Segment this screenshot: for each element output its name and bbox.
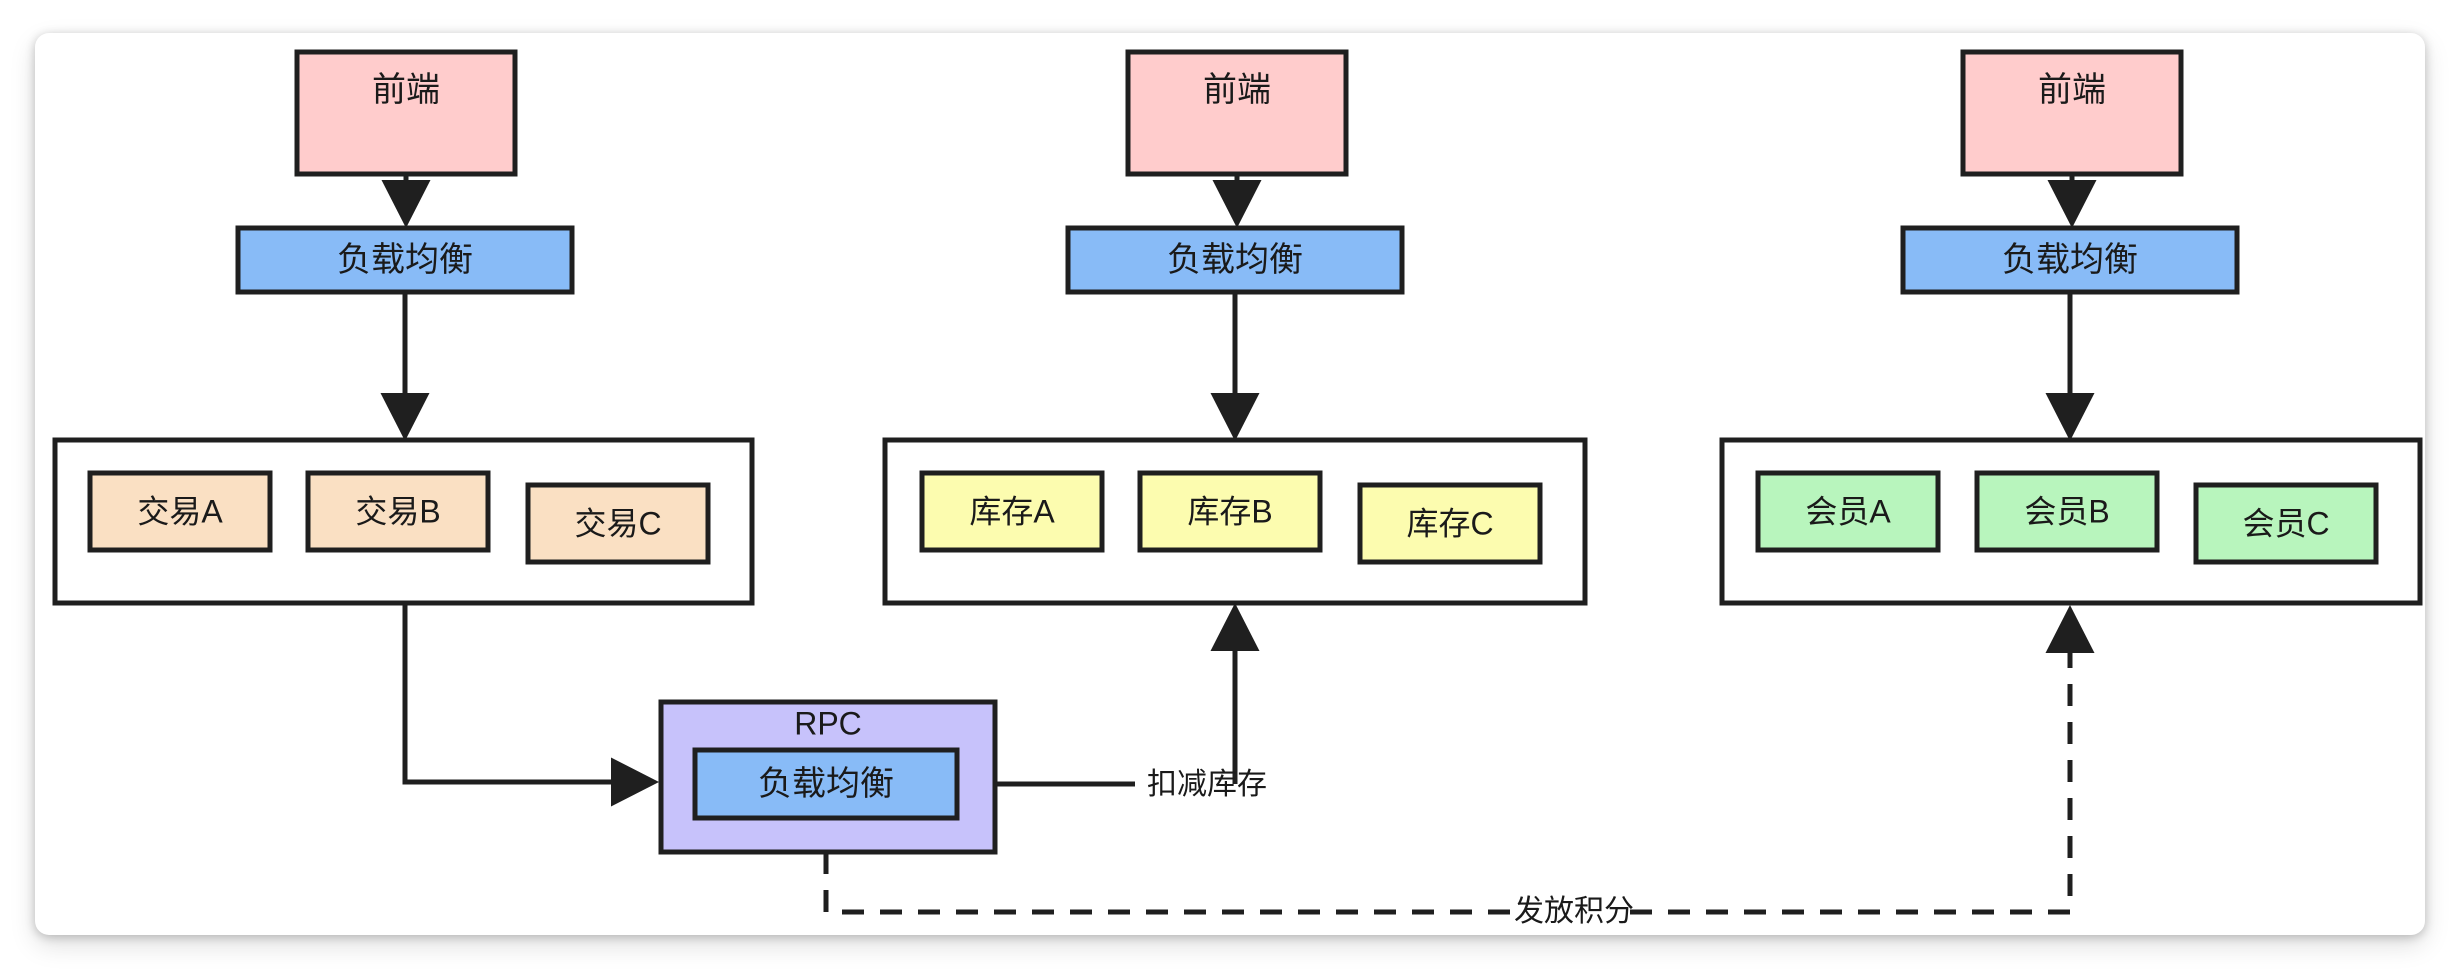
service-box-inventory-a[interactable] <box>919 470 1105 553</box>
loadbalancer-box-inventory[interactable] <box>1065 225 1405 295</box>
service-box-member-c[interactable] <box>2193 482 2379 565</box>
loadbalancer-label-transaction: 负载均衡 <box>337 241 473 279</box>
rpc-loadbalancer-label: 负载均衡 <box>758 765 894 803</box>
rpc-title-label: RPC <box>794 705 862 741</box>
frontend-box-member[interactable] <box>1960 49 2184 177</box>
service-box-inventory-c[interactable] <box>1357 482 1543 565</box>
service-box-member-a[interactable] <box>1755 470 1941 553</box>
edge-label-issue-points: 发放积分 <box>1514 895 1634 928</box>
service-label-transaction-b: 交易B <box>355 493 440 529</box>
edge-issue-points-tail-dashed <box>1630 604 2095 915</box>
edge-rpc-to-member-dashed <box>823 852 1520 915</box>
column-transaction: 前端 负载均衡 交易A 交易B 交易C <box>52 49 755 606</box>
service-label-inventory-b: 库存B <box>1187 493 1272 529</box>
frontend-label-member: 前端 <box>2038 71 2106 109</box>
column-member: 前端 负载均衡 会员A 会员B 会员C <box>1719 49 2423 606</box>
edge-label-deduct-inventory: 扣减库存 <box>1147 768 1267 801</box>
service-box-transaction-a[interactable] <box>87 470 273 553</box>
loadbalancer-box-transaction[interactable] <box>235 225 575 295</box>
service-label-transaction-c: 交易C <box>574 505 661 541</box>
service-label-member-a: 会员A <box>1805 493 1891 529</box>
service-box-transaction-c[interactable] <box>525 482 711 565</box>
service-label-transaction-a: 交易A <box>137 493 223 529</box>
service-box-inventory-b[interactable] <box>1137 470 1323 553</box>
service-label-inventory-c: 库存C <box>1406 505 1493 541</box>
edge-transaction-to-rpc <box>402 603 660 807</box>
column-inventory: 前端 负载均衡 库存A 库存B 库存C <box>882 49 1588 606</box>
frontend-box-inventory[interactable] <box>1125 49 1349 177</box>
service-box-member-b[interactable] <box>1974 470 2160 553</box>
service-label-member-b: 会员B <box>2024 493 2109 529</box>
frontend-label-inventory: 前端 <box>1203 71 1271 109</box>
loadbalancer-label-member: 负载均衡 <box>2002 241 2138 279</box>
rpc-loadbalancer-box[interactable] <box>692 747 960 821</box>
service-label-inventory-a: 库存A <box>969 493 1055 529</box>
frontend-label-transaction: 前端 <box>372 71 440 109</box>
loadbalancer-box-member[interactable] <box>1900 225 2240 295</box>
service-box-transaction-b[interactable] <box>305 470 491 553</box>
rpc-block: RPC 负载均衡 扣减库存 发放积分 <box>402 602 2095 928</box>
loadbalancer-label-inventory: 负载均衡 <box>1167 241 1303 279</box>
service-label-member-c: 会员C <box>2242 505 2329 541</box>
